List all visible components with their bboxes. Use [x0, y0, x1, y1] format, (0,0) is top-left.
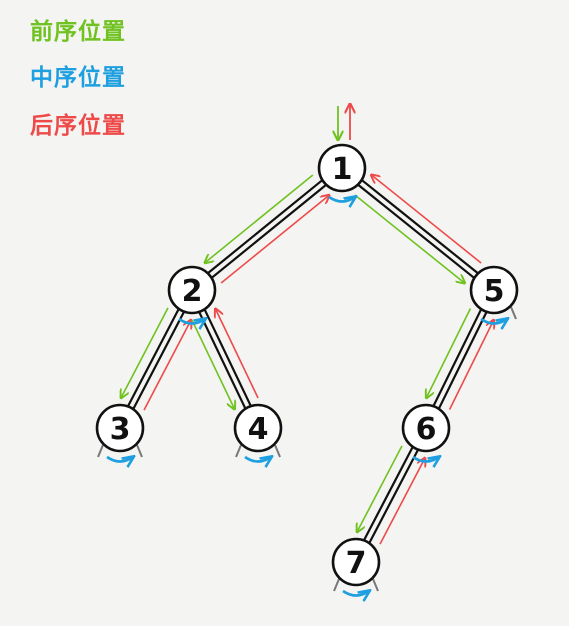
inorder-arrow	[342, 591, 369, 596]
edge-n5-n6	[432, 308, 488, 410]
postorder-arrow	[371, 175, 482, 264]
node-label: 7	[346, 546, 367, 581]
inorder-arrow	[106, 457, 133, 462]
preorder-arrow	[354, 194, 465, 283]
null-child-stub	[333, 578, 340, 592]
inorder-arrow	[328, 197, 355, 202]
edge-n1-n5	[356, 178, 480, 280]
edge-n2-n4	[198, 308, 252, 410]
legend-inorder: 中序位置	[30, 65, 126, 91]
node-label: 2	[182, 274, 203, 309]
preorder-arrow	[191, 319, 235, 409]
postorder-arrow	[448, 320, 494, 410]
postorder-arrow	[215, 309, 259, 399]
inorder-arrow	[244, 457, 271, 462]
tree-node-4: 4	[233, 403, 283, 462]
tree-node-6: 6	[401, 403, 451, 462]
null-child-stub	[274, 444, 281, 458]
preorder-arrow	[357, 445, 403, 532]
node-label: 3	[110, 412, 131, 447]
node-label: 1	[332, 152, 353, 187]
tree-node-5: 5	[469, 265, 519, 324]
inorder-arrow	[480, 319, 507, 324]
node-label: 4	[248, 412, 269, 447]
node-label: 5	[484, 274, 505, 309]
null-child-stub	[235, 444, 242, 458]
edge-n2-n3	[126, 307, 186, 411]
legend-preorder: 前序位置	[30, 19, 126, 45]
preorder-arrow	[205, 174, 314, 263]
tree-node-1: 1	[317, 143, 367, 202]
null-child-stub	[510, 306, 517, 320]
tree-node-2: 2	[167, 265, 217, 324]
null-child-stub	[136, 444, 143, 458]
tree-node-3: 3	[95, 403, 145, 462]
preorder-arrow	[121, 307, 169, 398]
postorder-arrow	[379, 458, 425, 545]
null-child-stub	[372, 578, 379, 592]
tree-node-7: 7	[331, 537, 381, 596]
null-child-stub	[97, 444, 104, 458]
edge-n1-n2	[206, 179, 328, 279]
edge-n6-n7	[362, 445, 420, 545]
postorder-arrow	[220, 195, 329, 284]
node-label: 6	[416, 412, 437, 447]
inorder-arrow	[412, 457, 439, 462]
postorder-arrow	[143, 320, 191, 411]
legend-postorder: 后序位置	[30, 113, 126, 139]
inorder-arrow	[178, 319, 205, 324]
preorder-arrow	[426, 308, 472, 398]
